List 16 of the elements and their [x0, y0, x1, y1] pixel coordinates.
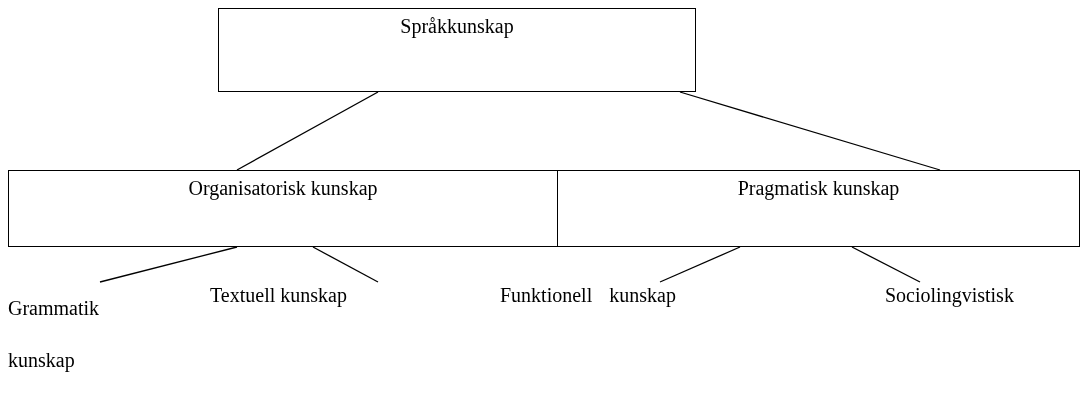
box-label: Språkkunskap [400, 14, 514, 39]
connector-line [659, 246, 741, 283]
connector-line [99, 246, 238, 283]
concept-label: Grammatik kunskap [8, 296, 101, 374]
concept-label: Textuell kunskap [210, 283, 347, 308]
concept-label: Funktionell kunskap [500, 283, 676, 308]
connector-line [312, 246, 379, 283]
box-label: Pragmatisk kunskap [737, 176, 900, 201]
connector-line [236, 91, 379, 171]
category-box [8, 170, 558, 247]
concept-label: Sociolingvistisk [885, 283, 1014, 308]
category-box [557, 170, 1080, 247]
connector-line [851, 246, 921, 283]
category-box [218, 8, 696, 92]
box-label: Organisatorisk kunskap [188, 176, 378, 201]
connector-line [679, 91, 941, 171]
